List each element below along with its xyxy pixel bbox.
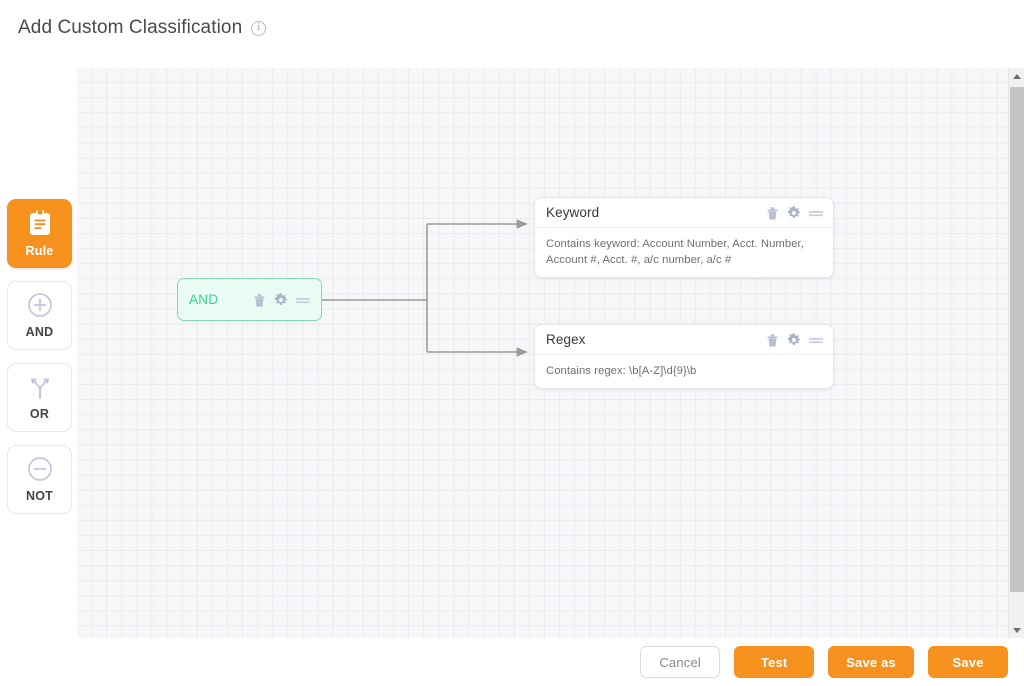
rule-card-regex[interactable]: Regex Contai [534,324,834,390]
chevron-up-icon [1013,73,1021,79]
test-button[interactable]: Test [734,646,815,678]
trash-icon[interactable] [766,206,779,220]
chevron-down-icon [1013,627,1021,633]
gear-icon[interactable] [787,205,801,220]
scrollbar-thumb[interactable] [1010,87,1024,592]
cancel-button[interactable]: Cancel [640,646,721,678]
node-actions [766,332,823,347]
palette-item-and[interactable]: AND [7,281,72,350]
plus-circle-icon [27,292,53,318]
gear-icon[interactable] [787,332,801,347]
drag-handle-icon[interactable] [809,335,823,345]
gear-icon[interactable] [274,292,288,307]
branch-fork-icon [27,374,53,400]
palette-item-or[interactable]: OR [7,363,72,432]
node-actions [766,205,823,220]
footer-actions: Cancel Test Save as Save [0,638,1024,686]
rule-card-title: Regex [546,332,586,347]
trash-icon[interactable] [253,293,266,307]
operator-node-and[interactable]: AND [177,278,322,321]
palette-item-not[interactable]: NOT [7,445,72,514]
palette-item-rule[interactable]: Rule [7,199,72,268]
palette-item-label: NOT [26,489,53,503]
rule-card-header: Regex [535,325,833,355]
scroll-up-button[interactable] [1009,68,1024,84]
drag-handle-icon[interactable] [809,208,823,218]
palette-item-label: OR [29,407,50,421]
rule-card-body: Contains regex: \b[A-Z]\d{9}\b [546,365,697,377]
trash-icon[interactable] [766,333,779,347]
save-button[interactable]: Save [928,646,1008,678]
operator-node-label: AND [189,292,219,307]
palette-item-label: Rule [25,244,54,258]
page-title: Add Custom Classification [18,17,243,38]
page-header: Add Custom Classification i [18,17,267,39]
rule-card-title: Keyword [546,205,600,220]
rule-card-body: Contains keyword: Account Number, Acct. … [546,238,804,267]
minus-circle-icon [27,456,53,482]
info-icon[interactable]: i [251,20,267,36]
node-actions [253,292,310,307]
rule-card-keyword[interactable]: Keyword Cont [534,197,834,279]
clipboard-icon [27,209,53,237]
save-as-button[interactable]: Save as [828,646,914,678]
drag-handle-icon[interactable] [296,295,310,305]
tool-palette: Rule AND OR NO [7,199,72,514]
rule-card-header: Keyword [535,198,833,228]
palette-item-label: AND [25,325,54,339]
canvas-vertical-scrollbar[interactable] [1008,68,1024,638]
scroll-down-button[interactable] [1009,622,1024,638]
